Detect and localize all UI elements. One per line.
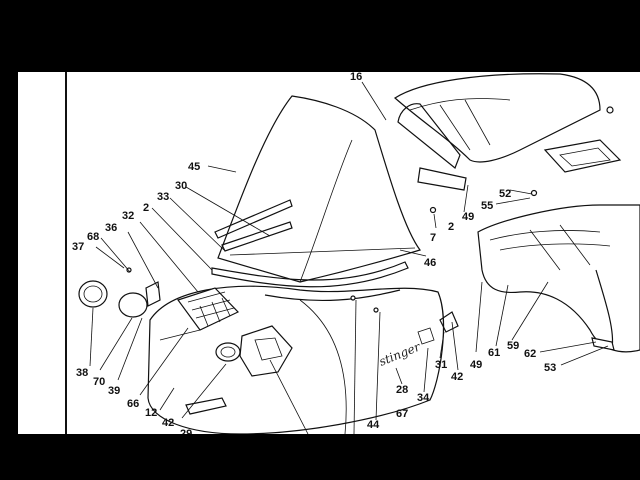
seat-cover-ridge: [409, 98, 511, 111]
parts-diagram-sheet: stinger 16: [18, 72, 640, 434]
callout-61: 61: [488, 347, 500, 359]
callout-70: 70: [93, 376, 105, 388]
callout-28: 28: [396, 384, 408, 396]
gauge-38: [78, 280, 108, 308]
callout-55: 55: [481, 200, 493, 212]
windshield-crease: [299, 139, 353, 283]
callout-52: 52: [499, 188, 511, 200]
gauge-panel-grid: [187, 291, 235, 327]
callout-68: 68: [87, 231, 99, 243]
callout-45: 45: [188, 161, 200, 173]
callout-34: 34: [417, 392, 430, 404]
callout-16: 16: [350, 72, 362, 83]
callout-49-lower: 49: [470, 359, 482, 371]
logo-text: stinger: [377, 339, 423, 369]
screw-hood-2: [373, 307, 379, 313]
screw-37: [126, 267, 132, 273]
callout-36: 36: [105, 222, 117, 234]
molding-lower: [264, 289, 401, 302]
hood-edge-detail: [159, 329, 201, 341]
hood-crease: [299, 299, 347, 434]
gauge-bracket-36: [145, 281, 161, 307]
callout-2: 2: [143, 202, 149, 214]
callout-12: 12: [145, 407, 157, 419]
grab-handle: [397, 103, 461, 169]
belly-pan-struts: [529, 224, 591, 271]
headlight-ring: [215, 342, 241, 362]
callout-67: 67: [396, 408, 408, 420]
callout-59: 59: [507, 340, 519, 352]
windshield-molding: [211, 261, 409, 288]
stinger-logo: stinger: [377, 339, 423, 369]
bumper-rod: [595, 269, 614, 349]
hood-cowl: [147, 285, 445, 434]
console-window: [254, 337, 283, 361]
console-housing: [239, 325, 293, 377]
callout-31: 31: [435, 359, 447, 371]
latch-hardware: [439, 311, 459, 333]
callout-33: 33: [157, 191, 169, 203]
callout-2-right: 2: [448, 221, 454, 233]
screw-hood-1: [350, 295, 356, 301]
callout-49-upper: 49: [462, 211, 474, 223]
callout-62: 62: [524, 348, 536, 360]
exploded-parts-diagram: stinger 16: [65, 72, 640, 434]
callout-39: 39: [108, 385, 120, 397]
logo-badge: [417, 327, 435, 345]
callout-66: 66: [127, 398, 139, 410]
headlight-inner: [220, 346, 236, 358]
callout-38: 38: [76, 367, 88, 379]
leader-lines: [89, 81, 609, 434]
screw-top-right: [606, 106, 614, 114]
belly-pan-ribs: [489, 230, 611, 251]
callout-7: 7: [430, 232, 436, 244]
access-panel-inner: [559, 147, 611, 167]
callout-42-left: 42: [162, 417, 174, 429]
seat-cover: [394, 73, 601, 163]
callout-37: 37: [72, 241, 84, 253]
callout-29: 29: [180, 428, 192, 434]
callout-30: 30: [175, 180, 187, 192]
windshield-lower-edge: [229, 247, 416, 256]
seat-cover-ribs: [439, 99, 491, 151]
trim-strip-30: [214, 199, 293, 239]
bumper-end: [591, 337, 615, 351]
gauge-panel: [177, 287, 240, 331]
callout-numbers: 16 45 30 33 2 32 36 68 37 38 70 39 66 12…: [72, 72, 556, 434]
screw-52: [530, 189, 538, 197]
gauge-38-face: [83, 285, 103, 303]
callout-44: 44: [367, 419, 380, 431]
belly-pan: [477, 204, 640, 353]
callout-46: 46: [424, 257, 436, 269]
access-panel: [543, 139, 622, 173]
bottom-bracket: [185, 397, 227, 415]
callout-42-right: 42: [451, 371, 463, 383]
windshield: [217, 95, 421, 283]
handle-bracket: [417, 167, 467, 191]
gauge-70: [118, 292, 148, 318]
callout-32: 32: [122, 210, 134, 222]
trim-strip-33: [221, 221, 293, 252]
callout-53: 53: [544, 362, 556, 374]
screw-7: [429, 206, 437, 214]
